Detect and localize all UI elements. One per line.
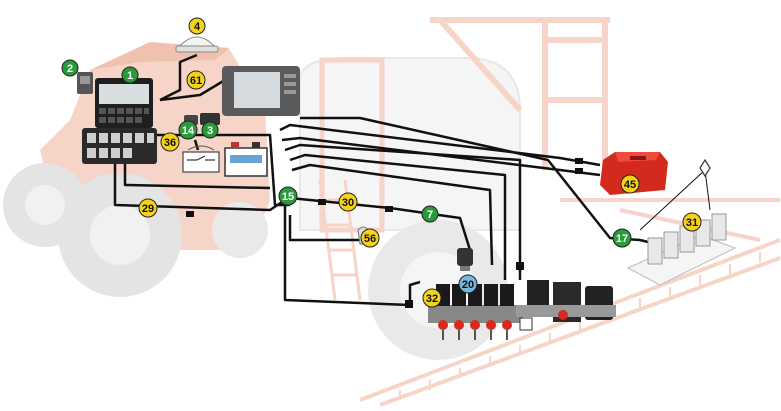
- callout-2-label: 2: [67, 63, 73, 75]
- callout-36: 36: [160, 132, 180, 152]
- callout-20-circle: [458, 274, 478, 294]
- gps-antenna: [175, 36, 219, 53]
- relay-box: [182, 145, 220, 173]
- callout-36-label: 36: [164, 137, 176, 149]
- callout-29: 29: [138, 198, 158, 218]
- callout-4-circle: [188, 17, 206, 35]
- red-pump-unit: [600, 152, 668, 195]
- sprayer-ghost: [299, 17, 781, 407]
- callout-badges: 1 2 3 4 61 14 36 15 30 7 56 29 20 32 45 31 17: [61, 17, 702, 308]
- callout-32-label: 32: [426, 293, 438, 305]
- callout-61-circle: [186, 70, 206, 90]
- pressure-sensor: [457, 248, 473, 271]
- callout-56-label: 56: [364, 233, 376, 245]
- callout-7-circle: [421, 205, 439, 223]
- callout-20-label: 20: [462, 279, 474, 291]
- callout-56: 56: [360, 228, 380, 248]
- cab-module: [77, 72, 93, 94]
- callout-31-label: 31: [686, 217, 698, 229]
- display-terminal: [222, 66, 300, 116]
- callout-17-label: 17: [616, 233, 628, 245]
- callout-29-circle: [138, 198, 158, 218]
- callout-32: 32: [422, 288, 442, 308]
- callout-4: 4: [188, 17, 206, 35]
- callout-1-circle: [121, 66, 139, 84]
- callout-30-circle: [338, 192, 358, 212]
- callout-30-label: 30: [342, 197, 354, 209]
- callout-15-circle: [278, 186, 298, 206]
- callout-29-label: 29: [142, 203, 154, 215]
- callout-15: 15: [278, 186, 298, 206]
- callout-36-circle: [160, 132, 180, 152]
- callout-1: 1: [121, 66, 139, 84]
- callout-2: 2: [61, 59, 79, 77]
- callout-2-circle: [61, 59, 79, 77]
- boom-mast: [430, 17, 610, 170]
- callout-45: 45: [620, 174, 640, 194]
- callout-3: 3: [201, 121, 219, 139]
- callout-31-circle: [682, 212, 702, 232]
- callout-14-circle: [178, 120, 198, 140]
- callout-45-label: 45: [624, 179, 636, 191]
- callout-14-label: 14: [182, 125, 195, 137]
- callout-20: 20: [458, 274, 478, 294]
- callout-3-label: 3: [207, 125, 213, 137]
- battery: [224, 142, 268, 177]
- main-console: [95, 78, 153, 128]
- sprayer-tank: [299, 57, 521, 231]
- callout-32-circle: [422, 288, 442, 308]
- callout-1-label: 1: [127, 70, 133, 82]
- callout-7-label: 7: [427, 209, 433, 221]
- callout-61: 61: [186, 70, 206, 90]
- callout-3-circle: [201, 121, 219, 139]
- switch-box: [82, 128, 157, 164]
- callout-30: 30: [338, 192, 358, 212]
- diamond-marker: [699, 158, 711, 178]
- callout-7: 7: [421, 205, 439, 223]
- callout-17: 17: [612, 228, 632, 248]
- cable-connectors: [186, 158, 583, 308]
- callout-31: 31: [682, 212, 702, 232]
- callout-56-circle: [360, 228, 380, 248]
- callout-17-circle: [612, 228, 632, 248]
- callout-15-label: 15: [282, 191, 294, 203]
- callout-61-label: 61: [190, 75, 202, 87]
- control-valves: [516, 280, 616, 331]
- callout-45-circle: [620, 174, 640, 194]
- callout-4-label: 4: [194, 21, 201, 33]
- valve-manifold: [428, 284, 523, 340]
- callout-14: 14: [178, 120, 198, 140]
